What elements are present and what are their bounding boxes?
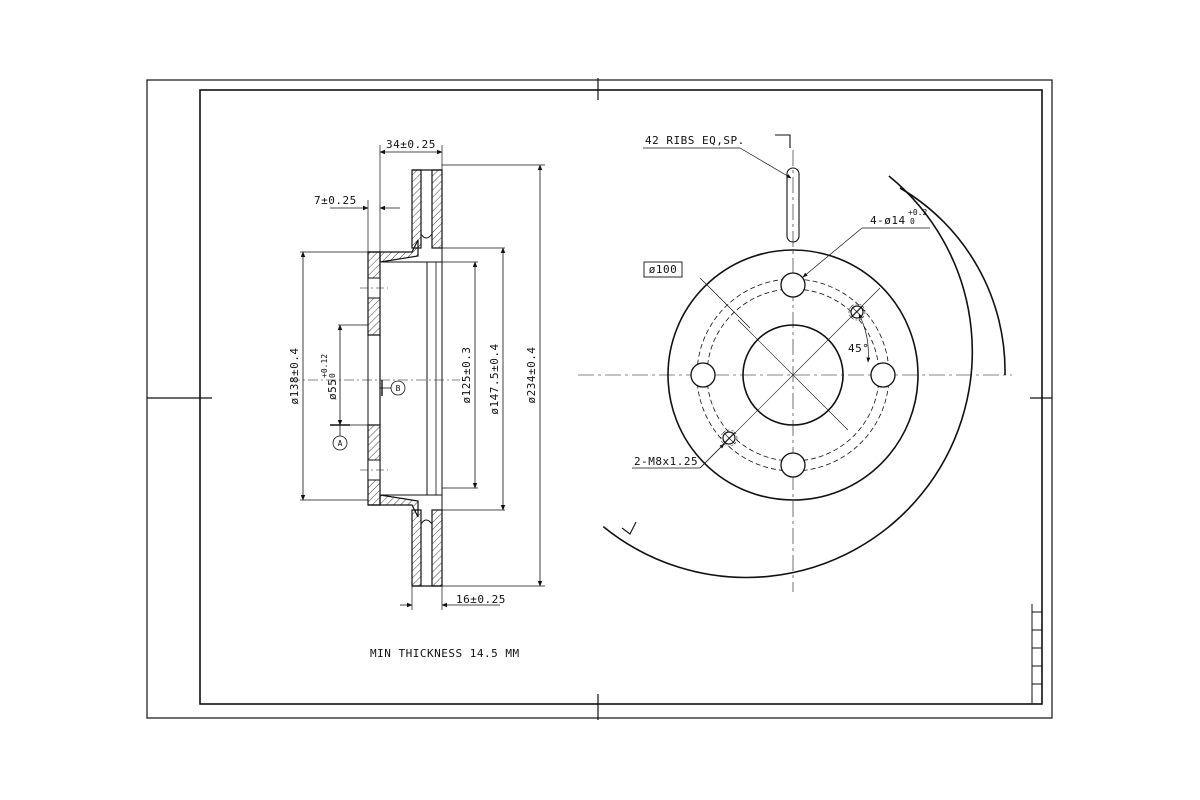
dim-hat-height: 34±0.25 xyxy=(386,138,436,151)
datum-b-symbol: B xyxy=(380,380,406,396)
inboard-plate-bottom xyxy=(411,509,422,587)
pcd-label-box xyxy=(643,261,683,278)
bolt-hole-bottom xyxy=(780,452,806,478)
bolt-hole-top xyxy=(780,272,806,298)
outboard-plate-top xyxy=(431,169,443,249)
datum-a-label: A xyxy=(338,439,343,448)
dim-inner-diameter: ø125±0.3 xyxy=(460,347,473,404)
bolt-hole-right xyxy=(870,362,896,388)
front-view: 42 RIBS EQ,SP. 4-ø14 +0.2 0 ø100 45° 2-M… xyxy=(578,134,1012,592)
datum-a-symbol: A xyxy=(330,424,350,451)
hat-circle xyxy=(667,249,919,501)
inboard-plate-top xyxy=(411,169,422,249)
ribs-note: 42 RIBS EQ,SP. xyxy=(645,134,745,147)
center-bore-tol-lower: 0 xyxy=(328,373,337,378)
hole-note: 4-ø14 +0.2 0 xyxy=(870,208,927,227)
section-view: 34±0.25 7±0.25 ø138±0.4 ø55 +0.12 0 ø125… xyxy=(288,138,545,610)
hole-tol-upper: +0.2 xyxy=(908,208,927,217)
rib-slot xyxy=(786,167,800,243)
datum-b-label: B xyxy=(396,384,401,393)
bolt-hole-left xyxy=(690,362,716,388)
dim-hat-diameter: ø147.5±0.4 xyxy=(488,343,501,414)
center-bore-tol-upper: +0.12 xyxy=(320,354,329,378)
center-bore-main: ø55 xyxy=(326,379,339,400)
hole-note-main: 4-ø14 xyxy=(870,214,906,227)
dim-center-bore: ø55 +0.12 0 xyxy=(320,354,339,400)
drawing-frame xyxy=(146,78,1053,720)
title-block-ticks xyxy=(1031,604,1042,704)
thread-hole-upper-right xyxy=(848,303,866,321)
angle-label: 45° xyxy=(848,342,869,355)
thread-note: 2-M8x1.25 xyxy=(634,455,698,468)
disc-outer-edge xyxy=(602,175,973,579)
pcd-label: ø100 xyxy=(649,263,678,276)
dim-pilot-diameter: ø138±0.4 xyxy=(288,348,301,405)
dim-outer-diameter: ø234±0.4 xyxy=(525,347,538,404)
center-bore-circle xyxy=(742,324,844,426)
thread-hole-lower-left xyxy=(720,429,738,447)
dim-flange-thickness: 7±0.25 xyxy=(314,194,357,207)
dim-disc-thickness: 16±0.25 xyxy=(456,593,506,606)
hole-tol-lower: 0 xyxy=(910,217,915,226)
hat-wall-bottom xyxy=(368,494,419,518)
outboard-plate-bottom xyxy=(431,509,443,587)
min-thickness-note: MIN THICKNESS 14.5 MM xyxy=(370,647,520,660)
